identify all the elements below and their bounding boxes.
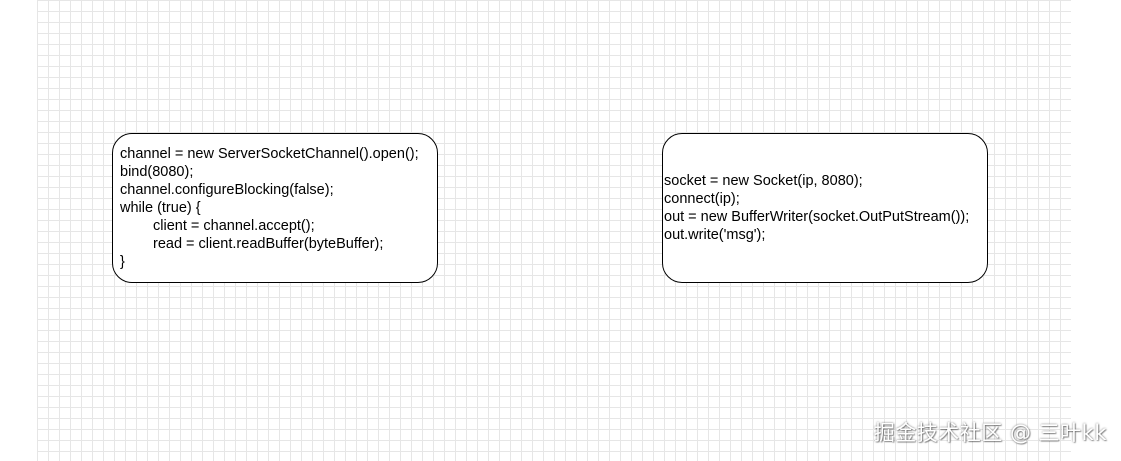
server-code-line: bind(8080); (120, 164, 194, 180)
client-code-line: out = new BufferWriter(socket.OutPutStre… (664, 209, 970, 225)
server-code-box[interactable]: channel = new ServerSocketChannel().open… (112, 133, 438, 283)
client-code-line: socket = new Socket(ip, 8080); (664, 173, 863, 189)
server-code-line: channel.configureBlocking(false); (120, 182, 334, 198)
left-margin (0, 0, 37, 461)
server-code-line: client = channel.accept(); (153, 218, 315, 234)
server-code-line: while (true) { (120, 200, 201, 216)
right-margin (1071, 0, 1121, 461)
client-code-box[interactable]: socket = new Socket(ip, 8080); connect(i… (662, 133, 988, 283)
watermark-text: 掘金技术社区 @ 三叶kk (873, 421, 1107, 445)
client-code-line: out.write('msg'); (664, 227, 766, 243)
server-code-line: channel = new ServerSocketChannel().open… (120, 146, 419, 162)
client-code-line: connect(ip); (664, 191, 740, 207)
server-code-line: } (120, 254, 125, 270)
server-code-line: read = client.readBuffer(byteBuffer); (153, 236, 384, 252)
